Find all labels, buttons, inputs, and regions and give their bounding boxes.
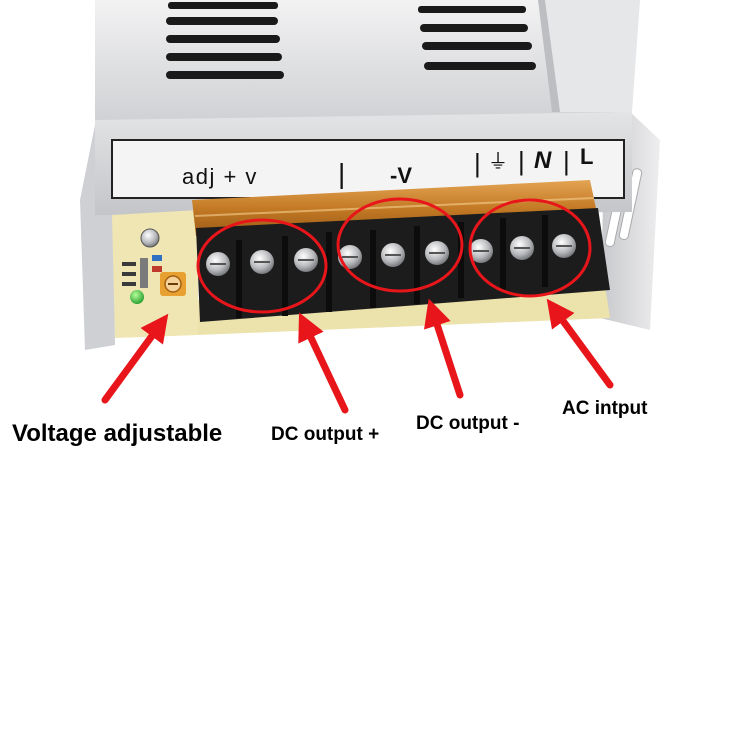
ground-symbol-icon: ⏚ xyxy=(488,151,508,173)
adj-voltage-label: adj + v xyxy=(182,164,258,189)
dc-minus-highlight-circle xyxy=(336,197,464,293)
terminal-screw-icon xyxy=(552,234,576,258)
voltage-trim-pot-icon xyxy=(160,272,186,296)
terminal-screw-icon xyxy=(510,236,534,260)
voltage-adjustable-label: Voltage adjustable xyxy=(12,420,223,447)
vent-slots-right xyxy=(418,6,536,70)
strip-separator: | xyxy=(563,146,570,176)
terminal-screw-icon xyxy=(338,245,362,269)
voltage-adjust-arrow-icon xyxy=(101,313,169,404)
terminal-screw-icon xyxy=(250,250,274,274)
negative-voltage-label: -V xyxy=(390,163,412,188)
dc-output-plus-label: DC output + xyxy=(271,424,380,445)
terminal-screw-icon xyxy=(469,239,493,263)
status-led-icon xyxy=(130,290,144,304)
neutral-label: N xyxy=(534,147,552,174)
terminal-label-strip: adj + v | -V | ⏚ | N | L xyxy=(182,144,593,189)
mounting-screw-icon xyxy=(140,228,160,248)
pcb-components xyxy=(122,255,162,288)
terminal-screw-icon xyxy=(294,248,318,272)
ac-input-arrow-icon xyxy=(546,298,614,389)
highlight-circles xyxy=(196,197,592,314)
housing-top xyxy=(95,0,640,125)
strip-separator: | xyxy=(518,146,525,176)
live-label: L xyxy=(580,144,593,169)
dc-minus-arrow-icon xyxy=(424,298,464,399)
terminal-screw-icon xyxy=(381,243,405,267)
dc-plus-highlight-circle xyxy=(196,218,328,314)
terminal-screws xyxy=(206,234,576,276)
callout-arrows xyxy=(101,298,614,414)
terminal-screw-icon xyxy=(206,252,230,276)
strip-separator: | xyxy=(474,148,481,178)
ac-input-label: AC intput xyxy=(562,398,648,419)
strip-separator: | xyxy=(338,158,345,189)
ac-input-highlight-circle xyxy=(468,198,592,298)
terminal-screw-icon xyxy=(425,241,449,265)
dc-plus-arrow-icon xyxy=(298,312,349,414)
lid-side-fold xyxy=(538,0,640,112)
dc-output-minus-label: DC output - xyxy=(416,413,520,434)
vent-slots-left xyxy=(166,2,284,79)
